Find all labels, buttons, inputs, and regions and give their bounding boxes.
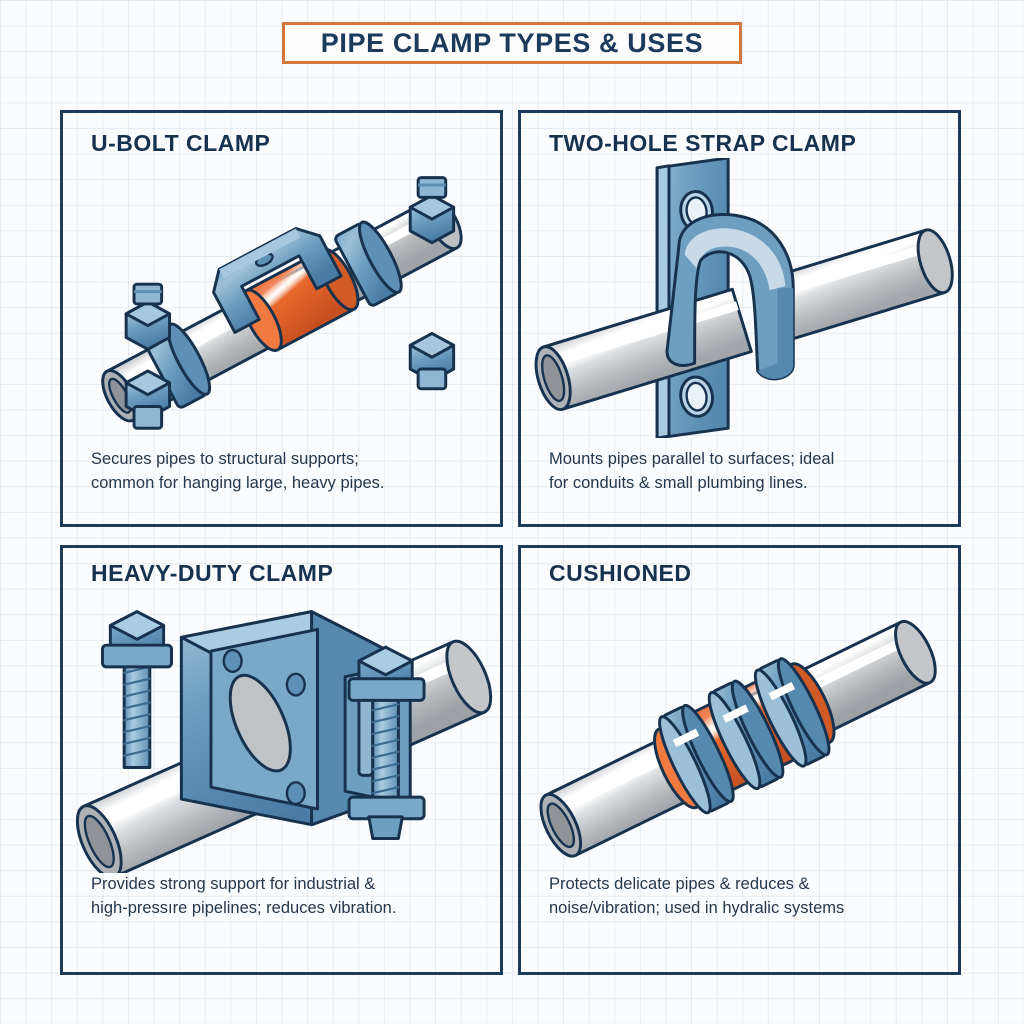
panel-description: Mounts pipes parallel to surfaces; ideal…	[549, 448, 938, 496]
panel-title: HEAVY-DUTY CLAMP	[91, 560, 334, 586]
panel-cushioned-clamp[interactable]: CUSHIONED	[518, 545, 961, 975]
page-title-box: PIPE CLAMP TYPES & USES	[282, 22, 742, 64]
panel-title: TWO-HOLE STRAP CLAMP	[549, 130, 857, 156]
panel-title: U-BOLT CLAMP	[91, 130, 271, 156]
panel-description: Protects delicate pipes & reduces & nois…	[549, 873, 938, 921]
desc-line-1: Provides strong support for industrial &	[91, 875, 376, 893]
panel-u-bolt-clamp[interactable]: U-BOLT CLAMP	[60, 110, 503, 527]
desc-line-1: Mounts pipes parallel to surfaces; ideal	[549, 450, 835, 468]
panel-description: Secures pipes to structural supports; co…	[91, 448, 480, 496]
desc-line-2: common for hanging large, heavy pipes.	[91, 473, 385, 492]
desc-line-2: noise/vibration; used in hydralic system…	[549, 898, 845, 917]
desc-line-2: high-pressıre pipelines; reduces vibrati…	[91, 898, 397, 917]
desc-line-1: Secures pipes to structural supports;	[91, 450, 359, 468]
desc-line-1: Protects delicate pipes & reduces &	[549, 875, 810, 893]
page-title: PIPE CLAMP TYPES & USES	[320, 27, 704, 58]
panel-two-hole-strap-clamp[interactable]: TWO-HOLE STRAP CLAMP	[518, 110, 961, 527]
illustration-two-hole-strap-clamp	[521, 158, 958, 438]
illustration-u-bolt-clamp	[63, 158, 500, 438]
panel-heavy-duty-clamp[interactable]: HEAVY-DUTY CLAMP	[60, 545, 503, 975]
illustration-heavy-duty-clamp	[63, 588, 500, 873]
illustration-cushioned-clamp	[521, 588, 958, 873]
panel-title: CUSHIONED	[549, 560, 692, 586]
desc-line-2: for conduits & small plumbing lines.	[549, 473, 808, 492]
panel-description: Provides strong support for industrial &…	[91, 873, 480, 921]
